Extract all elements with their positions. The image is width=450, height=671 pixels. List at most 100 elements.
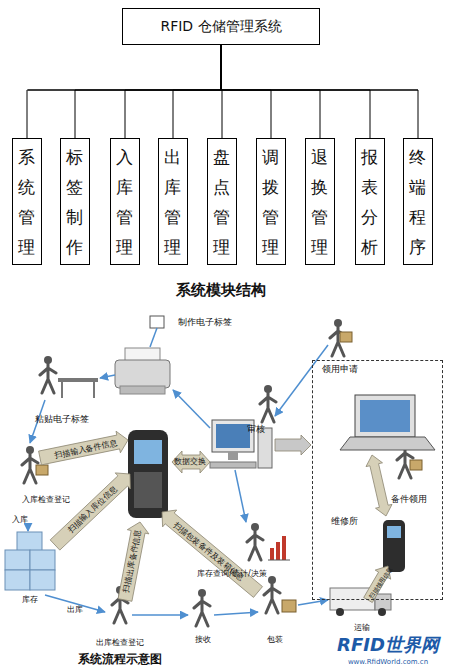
table-top [58, 378, 98, 382]
step-label: 粘贴电子标签 [35, 415, 89, 425]
module-box: 终端程序 [403, 138, 433, 265]
module-box: 系统管理 [12, 138, 42, 265]
figure-caption: 系统模块结构 [176, 282, 266, 299]
step-label: 包装 [267, 636, 283, 645]
parcel-icon [282, 600, 296, 612]
flow-arrow [275, 345, 328, 416]
chart-bar [276, 542, 280, 560]
truck-wheel [378, 608, 386, 616]
watermark: RFID世界网 [337, 635, 439, 655]
step-label: 出库检查登记 [96, 639, 144, 648]
region-label: 备件领用 [391, 493, 427, 506]
tree-connector [27, 45, 221, 138]
module-label: 系统管理 [18, 142, 36, 262]
step-label: 接收 [195, 636, 211, 645]
truck-wheel [336, 608, 344, 616]
region-label: 维修所 [331, 515, 358, 528]
module-box: 出库管理 [158, 138, 188, 265]
person-figure [194, 589, 210, 626]
tree-connector [221, 45, 222, 138]
arrow-label: 扫描输入库位信息 [67, 485, 120, 535]
tree-connector [125, 45, 221, 138]
step-label: 库存查询/统计/决策 [197, 570, 266, 579]
tree-connector [75, 45, 221, 138]
computer-screen [216, 424, 250, 448]
reader-keypad [134, 472, 162, 508]
laptop-screen [360, 400, 410, 432]
stock-box [30, 550, 55, 570]
module-label: 入库管理 [116, 142, 134, 262]
reader-screen [134, 440, 162, 464]
module-box: 调拨管理 [256, 138, 286, 265]
block-arrow [50, 473, 130, 550]
module-label: 退换管理 [311, 142, 329, 262]
step-label: 审核 [247, 425, 265, 435]
tree-connector [173, 45, 221, 138]
flow-arrow [100, 375, 115, 378]
person-figure [264, 576, 280, 613]
module-box: 盘点管理 [207, 138, 237, 265]
step-label: 领用申请 [322, 365, 358, 375]
printer-body [115, 360, 170, 388]
callout-text: 制作电子标签 [178, 318, 232, 328]
chart-bar [270, 548, 274, 560]
block-arrow [39, 431, 128, 465]
tag-icon [150, 316, 164, 328]
tree-connector [221, 45, 418, 138]
parcel-icon [36, 465, 48, 475]
block-arrow [118, 522, 149, 601]
flow-arrow [214, 612, 258, 615]
flow-arrow [27, 526, 29, 531]
reader-screen [387, 526, 401, 538]
step-label: 出库 [67, 606, 83, 615]
monitor-stand [228, 452, 238, 460]
step-label: 入库 [12, 516, 28, 525]
system-title: RFID 仓储管理系统 [160, 18, 281, 36]
person-figure [40, 356, 56, 393]
step-label: 入库检查登记 [22, 496, 70, 505]
module-label: 报表分析 [361, 142, 379, 262]
step-label: 库存 [22, 596, 38, 605]
parcel-icon [340, 332, 352, 342]
tree-bus [28, 90, 418, 91]
step-label: 运输 [354, 624, 370, 633]
module-label: 标签制作 [66, 142, 84, 262]
handheld-reader [383, 520, 405, 572]
flow-arrow [132, 614, 188, 616]
module-label: 盘点管理 [213, 142, 231, 262]
chart-bar [282, 536, 286, 560]
stock-box [5, 550, 30, 570]
handheld-reader [128, 430, 168, 518]
block-arrow [275, 435, 311, 455]
module-label: 终端程序 [409, 142, 427, 262]
computer-keyboard [210, 462, 256, 468]
module-label: 调拨管理 [262, 142, 280, 262]
stock-box [5, 570, 30, 590]
flow-arrow [235, 470, 246, 522]
block-arrow [366, 455, 392, 516]
tree-connector [221, 45, 370, 138]
truck-cab [375, 594, 391, 610]
block-arrow [172, 451, 210, 473]
flow-arrow [298, 600, 328, 605]
flow-arrow [173, 390, 210, 428]
laptop-screen-frame [355, 395, 415, 437]
system-box: RFID 仓储管理系统 [122, 8, 320, 45]
module-label: 出库管理 [164, 142, 182, 262]
arrow-label: 数据交换 [174, 458, 206, 467]
person-figure [247, 523, 263, 560]
module-box: 入库管理 [110, 138, 140, 265]
stock-box [17, 532, 42, 552]
laptop-base [340, 437, 435, 450]
parcel-icon [410, 460, 422, 470]
block-arrow [162, 510, 263, 597]
module-box: 标签制作 [60, 138, 90, 265]
chart-axis [268, 560, 290, 561]
figure-caption: 系统流程示意图 [78, 653, 162, 666]
tree-connector [221, 45, 271, 138]
person-figure [260, 385, 276, 422]
callout-line [150, 328, 157, 347]
stock-box [30, 570, 55, 590]
printer-tray [120, 386, 165, 394]
